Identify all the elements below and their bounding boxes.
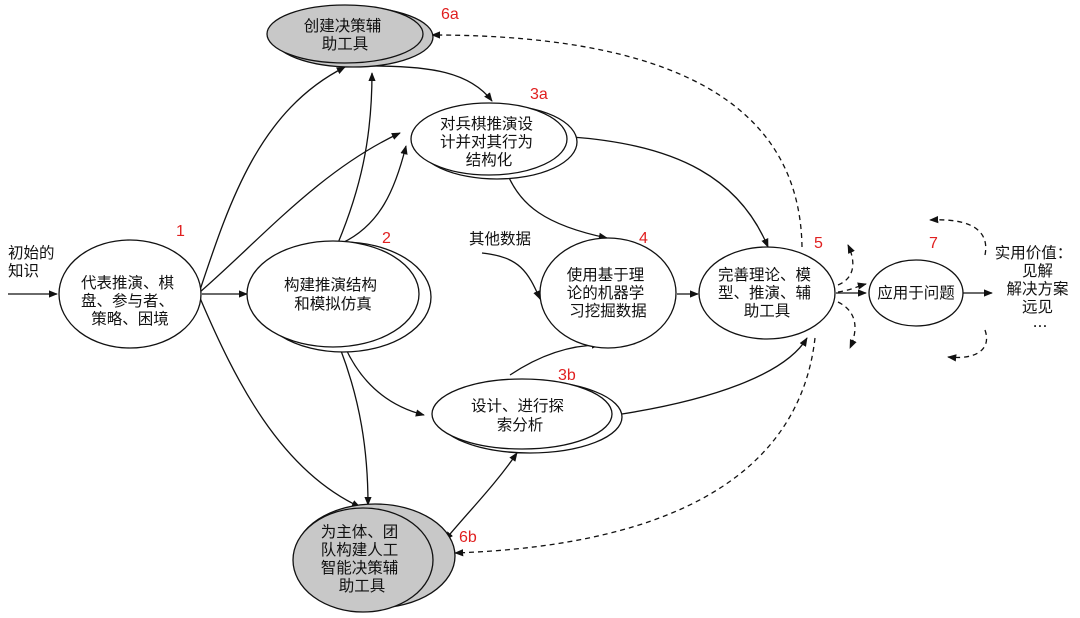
edge-1-to-6a	[199, 66, 346, 291]
node-5-line-3: 助工具	[744, 302, 791, 320]
step-label-2: 2	[382, 230, 391, 247]
edge-2-to-6b	[339, 347, 372, 506]
edge-2-to-3b	[344, 346, 425, 417]
output-label: 实用价值： 见解 解决方案 远见 ...	[995, 244, 1077, 331]
step-label-4: 4	[639, 230, 648, 247]
step-label-3b: 3b	[558, 367, 576, 384]
edge-3b-to-4	[509, 341, 601, 376]
step-label-3a: 3a	[530, 86, 548, 103]
node-5-line-2: 型、推演、辅	[718, 284, 811, 302]
output-line-2: 见解	[1022, 262, 1053, 280]
node-7-label: 应用于问题	[877, 283, 955, 302]
edge-otherdata-to-4	[481, 252, 541, 300]
node-3a-line-2: 计并对其行为	[440, 133, 533, 151]
edge-5-spread-up	[837, 244, 855, 286]
node-1-line-2: 盘、参与者、	[81, 291, 174, 310]
node-3b-line-1: 设计、进行探	[471, 397, 564, 415]
node-2-line-1: 构建推演结构	[284, 276, 377, 294]
node-2-label: 构建推演结构 和模拟仿真	[284, 276, 382, 313]
node-4-line-2: 论的机器学	[567, 284, 645, 302]
edge-3a-to-5	[571, 136, 769, 248]
input-label: 初始的 知识	[8, 244, 59, 280]
node-3b-shape-front	[431, 378, 613, 450]
output-line-1: 实用价值：	[995, 244, 1073, 262]
edge-output-spread-up	[929, 215, 987, 256]
node-6b-line-1: 为主体、团	[321, 523, 399, 541]
node-3a-line-3: 结构化	[466, 151, 513, 169]
input-line-1: 初始的	[8, 244, 55, 262]
node-6a-decision-aid: 创建决策辅 助工具 6a	[266, 4, 459, 68]
step-label-6a: 6a	[441, 6, 459, 23]
node-6b-shape-front	[292, 507, 434, 613]
node-1-line-3: 策略、困境	[91, 309, 169, 328]
node-7-shape	[868, 259, 964, 327]
node-1-shape	[58, 239, 202, 349]
edge-3b-to-5	[621, 337, 808, 415]
step-label-6b: 6b	[459, 529, 477, 546]
node-6b-label: 为主体、团 队构建人工 智能决策辅 助工具	[321, 523, 403, 595]
node-7-apply-to-problem: 应用于问题 7	[868, 235, 964, 327]
node-6a-line-2: 助工具	[322, 35, 369, 53]
edge-6a-to-3a	[371, 65, 493, 102]
node-4-label: 使用基于理 论的机器学 习挖掘数据	[567, 266, 649, 320]
step-label-1: 1	[176, 223, 185, 240]
node-1-representation: 代表推演、棋 盘、参与者、 策略、困境 1	[58, 223, 202, 349]
edge-5-spread-down	[837, 301, 857, 349]
node-5-shape	[698, 246, 836, 340]
node-3a-shape-front	[410, 102, 568, 176]
node-3b-exploratory-analysis: 设计、进行探 索分析 3b	[431, 367, 623, 454]
node-5-label: 完善理论、模 型、推演、辅 助工具	[718, 266, 816, 320]
node-3b-label: 设计、进行探 索分析	[471, 397, 569, 434]
node-3b-line-2: 索分析	[497, 416, 544, 434]
node-6b-line-4: 助工具	[339, 577, 386, 595]
other-data-label: 其他数据	[469, 230, 531, 248]
node-4-line-1: 使用基于理	[567, 266, 645, 284]
node-6b-line-3: 智能决策辅	[321, 559, 399, 577]
node-3a-design-structure: 对兵棋推演设 计并对其行为 结构化 3a	[410, 86, 578, 180]
edge-output-spread-down	[947, 329, 988, 362]
node-1-line-1: 代表推演、棋	[81, 274, 174, 292]
node-4-shape	[539, 237, 677, 349]
node-6a-shape-front	[266, 4, 424, 64]
edge-2-to-3a	[341, 145, 408, 244]
node-6a-label: 创建决策辅 助工具	[304, 17, 386, 53]
node-4-machine-learning: 使用基于理 论的机器学 习挖掘数据 4	[539, 230, 677, 349]
edge-3a-to-4	[506, 172, 608, 240]
edge-2-to-6a	[337, 72, 376, 244]
node-2-shape-front	[246, 240, 420, 348]
output-line-5: ...	[1033, 313, 1048, 331]
node-5-refine-theory: 完善理论、模 型、推演、辅 助工具 5	[698, 235, 836, 340]
edge-5-spread-mid	[837, 282, 867, 293]
edge-feedback-5-to-6a	[431, 31, 803, 248]
node-4-line-3: 习挖掘数据	[569, 302, 647, 320]
input-line-2: 知识	[8, 262, 39, 280]
node-3a-label: 对兵棋推演设 计并对其行为 结构化	[440, 115, 538, 169]
node-3a-line-1: 对兵棋推演设	[440, 115, 533, 133]
output-line-4: 远见	[1022, 298, 1053, 316]
node-6b-line-2: 队构建人工	[321, 541, 399, 559]
node-2-structure-simulation: 构建推演结构 和模拟仿真 2	[246, 230, 432, 353]
edge-1-to-6b	[199, 297, 361, 508]
step-label-5: 5	[814, 235, 823, 252]
node-6b-ai-decision-aid: 为主体、团 队构建人工 智能决策辅 助工具 6b	[292, 503, 477, 613]
node-1-label: 代表推演、棋 盘、参与者、 策略、困境	[81, 274, 179, 328]
edge-1-to-3a	[199, 132, 401, 293]
node-2-line-2: 和模拟仿真	[294, 295, 372, 313]
edge-feedback-5-to-6b	[454, 337, 816, 557]
step-label-7: 7	[929, 235, 938, 252]
edge-6b-3b-bidirectional	[444, 452, 518, 541]
output-line-3: 解决方案	[1007, 280, 1070, 298]
node-6a-line-1: 创建决策辅	[304, 17, 382, 35]
node-5-line-1: 完善理论、模	[718, 266, 811, 284]
